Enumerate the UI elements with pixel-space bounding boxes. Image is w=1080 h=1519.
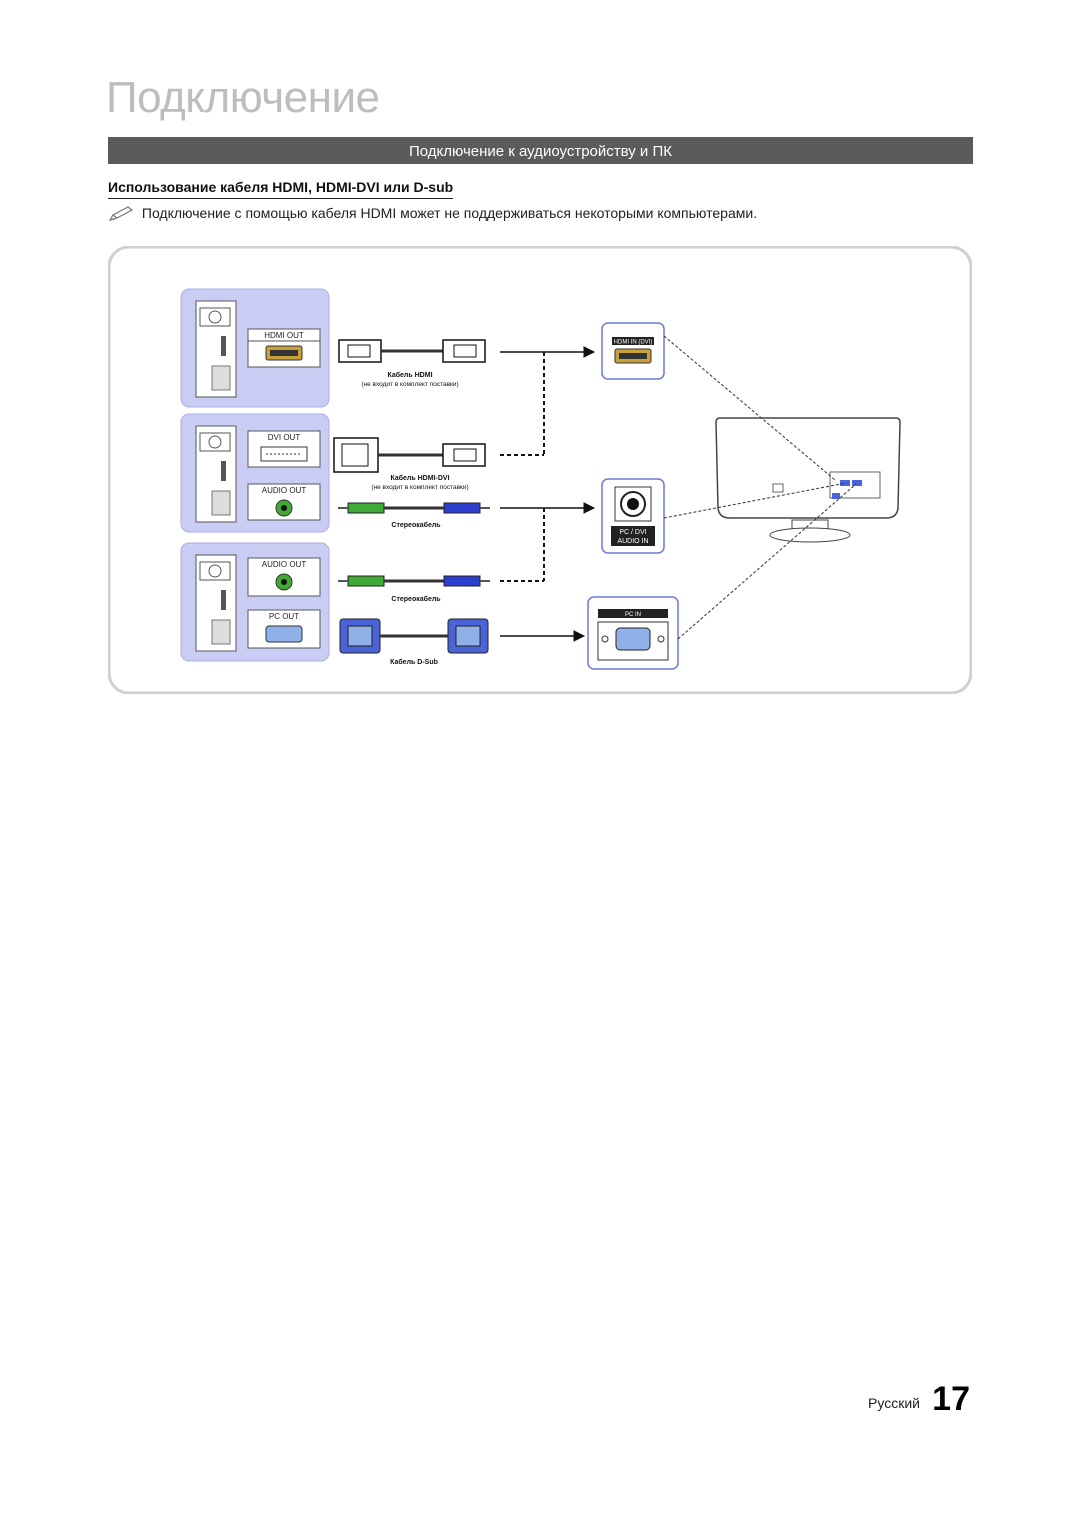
stereo-cable-label-2: Стереокабель bbox=[391, 595, 441, 603]
pc-panel-dvi: DVI OUT AUDIO OUT bbox=[180, 413, 330, 533]
pc-in-label: PC IN bbox=[625, 612, 641, 618]
audio-in-label: AUDIO IN bbox=[617, 538, 648, 545]
tv-guide-lines bbox=[663, 335, 857, 640]
page-number: 17 bbox=[932, 1380, 970, 1418]
tv-port-audio-in: PC / DVI AUDIO IN bbox=[601, 478, 665, 554]
tv-port-hdmi-in: HDMI IN (DVI) bbox=[601, 322, 665, 380]
page-title: Подключение bbox=[106, 73, 380, 122]
hdmi-dvi-cable-label: Кабель HDMI-DVI bbox=[390, 474, 449, 482]
pc-dvi-label: PC / DVI bbox=[619, 529, 646, 536]
subheading: Использование кабеля HDMI, HDMI-DVI или … bbox=[108, 179, 454, 199]
section-title-bar: Подключение к аудиоустройству и ПК bbox=[108, 137, 973, 164]
audio-out-label-2: AUDIO OUT bbox=[262, 560, 307, 569]
note: Подключение с помощью кабеля HDMI может … bbox=[108, 205, 968, 227]
hdmi-cable-label: Кабель HDMI bbox=[387, 371, 432, 379]
tv-port-pc-in: PC IN bbox=[587, 596, 679, 670]
dsub-cable: Кабель D-Sub bbox=[339, 618, 489, 666]
pc-tower-icon bbox=[195, 300, 237, 398]
pc-panel-hdmi: HDMI OUT bbox=[180, 288, 330, 408]
pc-tower-icon bbox=[195, 425, 237, 523]
section-title: Подключение к аудиоустройству и ПК bbox=[409, 143, 672, 160]
connection-diagram: HDMI OUT DVI OUT AUDIO OUT bbox=[107, 245, 973, 695]
note-text: Подключение с помощью кабеля HDMI может … bbox=[141, 205, 758, 221]
dvi-out-label: DVI OUT bbox=[268, 433, 301, 442]
stereo-cable-1: Стереокабель bbox=[338, 502, 490, 529]
pc-out-label: PC OUT bbox=[269, 612, 299, 621]
tv-rear-icon bbox=[715, 417, 901, 543]
pencil-icon bbox=[108, 206, 134, 222]
dsub-cable-label: Кабель D-Sub bbox=[390, 658, 438, 666]
hdmi-cable-note: (не входит в комплект поставки) bbox=[361, 381, 458, 388]
audio-out-label-1: AUDIO OUT bbox=[262, 486, 307, 495]
hdmi-in-label: HDMI IN (DVI) bbox=[614, 340, 653, 346]
pc-panel-dsub: AUDIO OUT PC OUT bbox=[180, 542, 330, 662]
stereo-cable-2: Стереокабель bbox=[338, 575, 490, 603]
connection-arrows bbox=[500, 346, 596, 642]
hdmi-dvi-cable: Кабель HDMI-DVI (не входит в комплект по… bbox=[333, 437, 486, 491]
hdmi-dvi-cable-note: (не входит в комплект поставки) bbox=[371, 484, 468, 491]
stereo-cable-label-1: Стереокабель bbox=[391, 521, 441, 529]
footer-language: Русский bbox=[868, 1395, 920, 1411]
hdmi-out-label: HDMI OUT bbox=[264, 331, 304, 340]
pc-tower-icon bbox=[195, 554, 237, 652]
hdmi-cable: Кабель HDMI (не входит в комплект постав… bbox=[338, 339, 486, 388]
